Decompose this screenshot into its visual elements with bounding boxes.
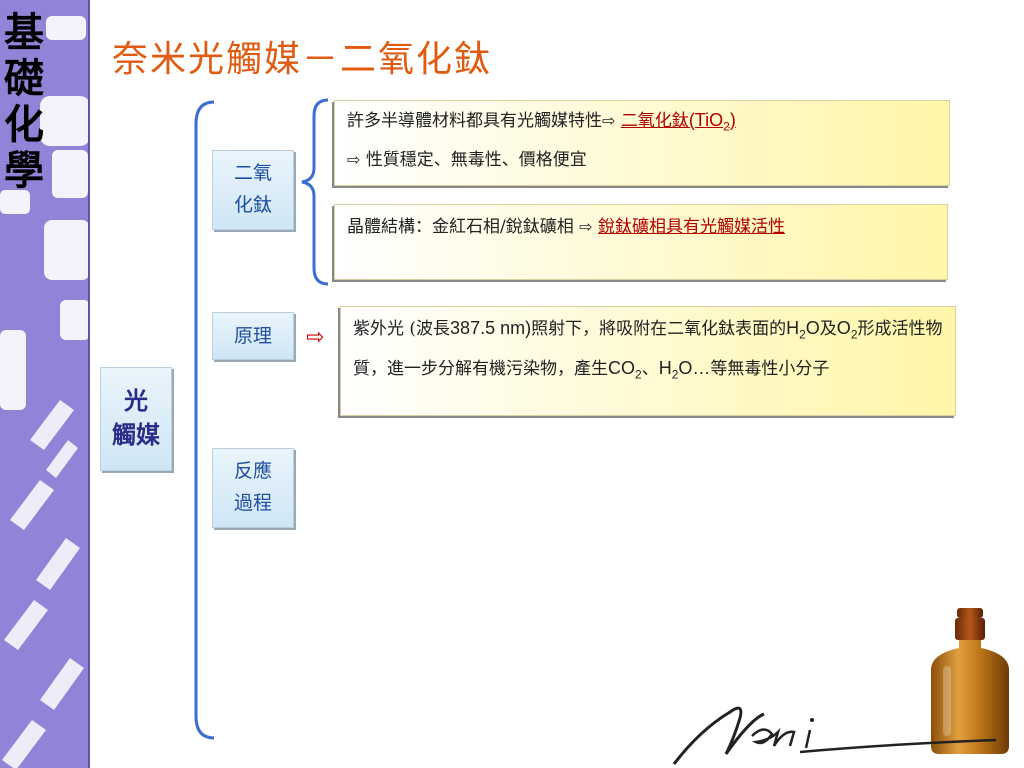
note-formula: O… — [678, 358, 711, 379]
label-line: 二氧 — [233, 162, 272, 184]
signature-illustration — [672, 706, 997, 765]
label-reaction: 反應 過程 — [212, 448, 294, 528]
note-text: 及 — [819, 319, 837, 339]
side-title-char: 學 — [4, 148, 44, 194]
note-formula: H — [786, 318, 800, 338]
arrow-icon: ⇨ — [579, 217, 593, 236]
note-tio2-properties: 許多半導體材料都具有光觸媒特性⇨ 二氧化鈦(TiO2) ⇨ 性質穩定、無毒性、價… — [334, 100, 950, 186]
strip-edge — [88, 0, 90, 768]
note-formula: H — [658, 358, 672, 379]
note-subscript: 2 — [850, 327, 858, 342]
note-text: 等無毒性小分子 — [710, 359, 830, 380]
note-principle: 紫外光 (波長387.5 nm)照射下，將吸附在二氧化鈦表面的H2O及O2形成活… — [340, 306, 956, 416]
label-line: 化鈦 — [233, 194, 272, 216]
note-highlight: 二氧化鈦(TiO2) — [620, 110, 736, 134]
note-subscript: 2 — [671, 367, 679, 382]
note-highlight: 銳鈦礦相具有光觸媒活性 — [597, 217, 785, 237]
bottle-illustration — [931, 608, 1009, 754]
note-subscript: 2 — [723, 119, 730, 134]
arrow-icon: ⇨ — [347, 150, 361, 170]
label-tio2: 二氧 化鈦 — [212, 150, 294, 230]
side-title: 基 礎 化 學 — [2, 10, 46, 194]
note-line: ⇨ 性質穩定、無毒性、價格便宜 — [347, 143, 939, 177]
note-formula: (TiO — [688, 110, 724, 130]
slide-title: 奈米光觸媒－二氧化鈦 — [112, 39, 493, 80]
note-formula: O — [836, 318, 851, 338]
label-line: 光 — [124, 386, 148, 415]
strip-decoration — [0, 16, 90, 768]
note-text: 形成活性物質，進一步分解有機污染物，產生 — [353, 319, 943, 380]
note-highlight-text: 二氧化鈦 — [620, 111, 689, 131]
label-line: 反應 — [233, 460, 272, 482]
note-text: 晶體結構：金紅石相/銳鈦礦相 — [347, 217, 580, 237]
note-formula: 387.5 nm) — [450, 318, 532, 338]
arrow-icon: ⇨ — [306, 325, 325, 350]
note-text: 性質穩定、無毒性、價格便宜 — [365, 150, 587, 171]
note-text: 許多半導體材料都具有光觸媒特性 — [347, 111, 602, 131]
sub-bracket — [301, 98, 329, 286]
arrow-icon: ⇨ — [602, 111, 616, 130]
note-formula: ) — [729, 110, 736, 130]
side-title-char: 礎 — [4, 56, 44, 102]
note-subscript: 2 — [635, 367, 642, 382]
note-text: 照射下，將吸附在二氧化鈦表面的 — [531, 319, 787, 339]
note-subscript: 2 — [799, 327, 806, 342]
note-formula: O — [805, 318, 820, 338]
label-line: 過程 — [233, 492, 272, 514]
side-title-char: 化 — [4, 102, 44, 148]
label-line: 觸媒 — [112, 420, 160, 449]
label-line: 原理 — [233, 325, 272, 347]
label-photocatalyst: 光 觸媒 — [100, 367, 172, 471]
note-text: 、 — [641, 359, 659, 380]
note-text: 紫外光 (波長 — [353, 319, 451, 339]
note-line: 許多半導體材料都具有光觸媒特性⇨ 二氧化鈦(TiO2) — [347, 103, 939, 143]
note-formula: CO — [608, 358, 635, 379]
side-title-char: 基 — [4, 10, 44, 56]
note-crystal-structure: 晶體結構：金紅石相/銳鈦礦相 ⇨ 銳鈦礦相具有光觸媒活性 — [334, 204, 948, 280]
label-principle: 原理 — [212, 312, 294, 360]
